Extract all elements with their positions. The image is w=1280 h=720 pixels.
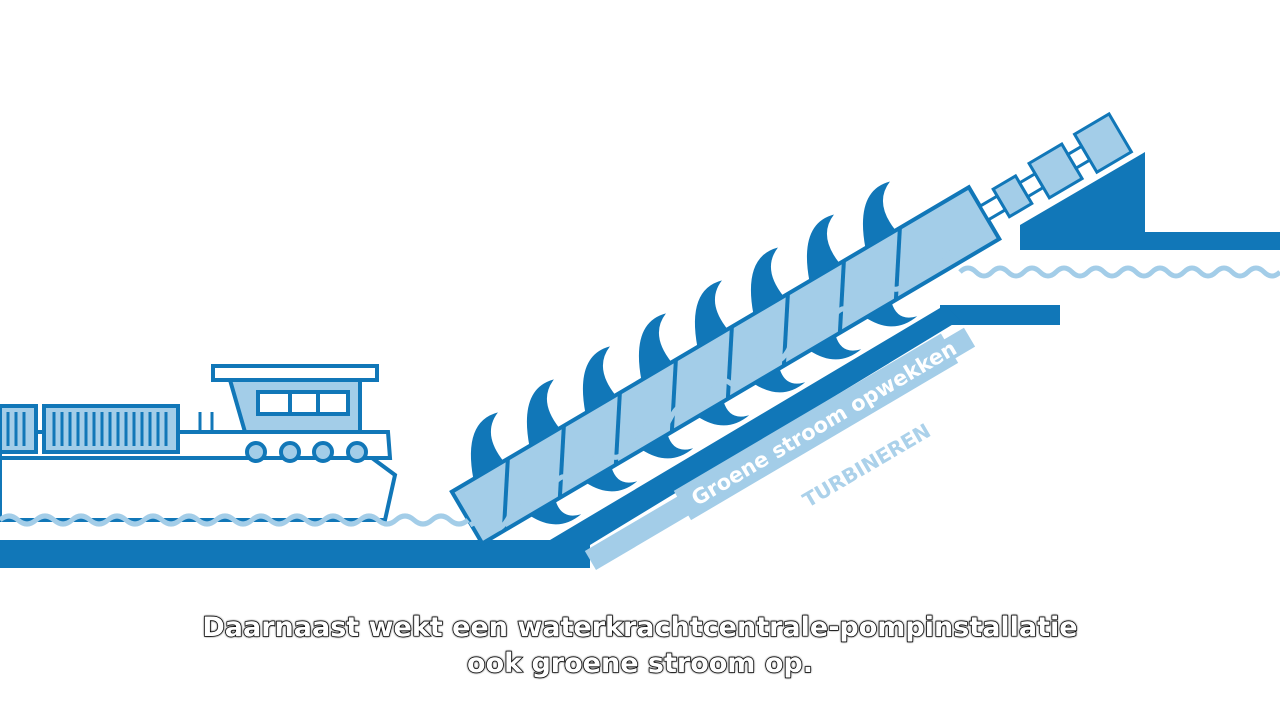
subtitle-line-2: ook groene stroom op. [466,647,813,679]
cargo-ship [0,364,398,522]
ramp-water-wave [468,249,953,532]
lower-water-wave [0,513,470,527]
upper-water-wave [958,265,1280,279]
subtitle-line-1: Daarnaast wekt een waterkrachtcentrale-p… [202,611,1079,643]
top-shelf [940,305,1060,325]
upper-wall [1020,152,1280,250]
archimedes-screw [449,111,1134,547]
